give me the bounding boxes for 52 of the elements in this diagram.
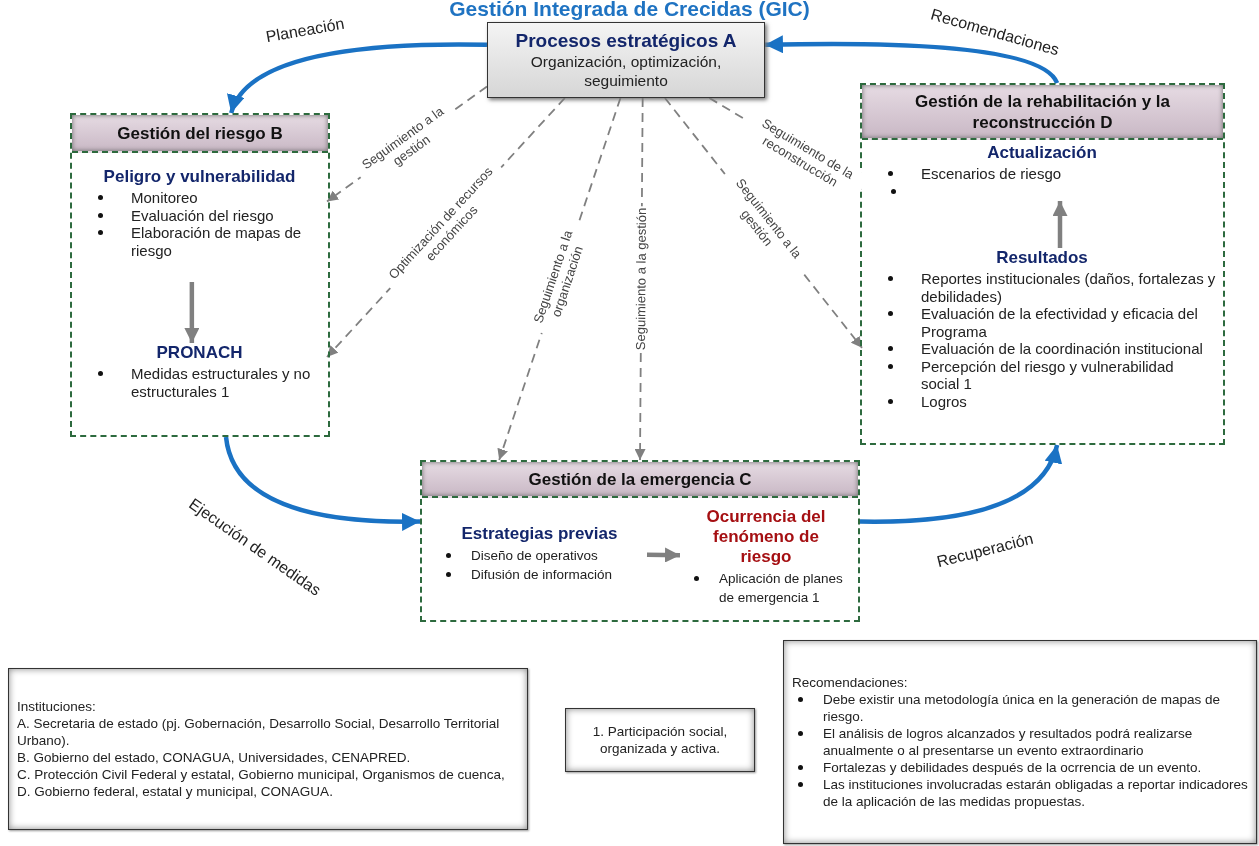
arrow bbox=[223, 436, 420, 531]
list-item: Reportes institucionales (daños, fortalezas y debilidades) bbox=[921, 270, 1216, 305]
box-heading: Procesos estratégicos A bbox=[515, 30, 737, 52]
dashed-frame bbox=[420, 460, 860, 622]
arrow bbox=[646, 547, 681, 563]
note-text: 1. Participación social, organizada y activa. bbox=[591, 723, 729, 757]
arrow bbox=[184, 282, 200, 343]
block-heading: Actualización bbox=[987, 143, 1097, 163]
note-text: D. Gobierno federal, estatal y municipal, CONAGUA. bbox=[17, 783, 334, 800]
list-item: Aplicación de planes de emergencia 1 bbox=[719, 570, 844, 607]
list-item: Evaluación de la efectividad y eficacia del Programa bbox=[921, 305, 1199, 340]
note-heading: Instituciones: bbox=[17, 698, 97, 715]
list-item: Monitoreo bbox=[131, 189, 198, 207]
diagram-title: Gestión Integrada de Crecidas (GIC) bbox=[449, 0, 810, 21]
list-item: Debe existir una metodología única en la generación de mapas de riesgo. bbox=[823, 691, 1221, 725]
note-box bbox=[783, 640, 1257, 844]
list-item: Evaluación de la coordinación institucional bbox=[921, 340, 1203, 358]
list-item: Fortalezas y debilidades después de la ocrrencia de un evento. bbox=[823, 759, 1202, 776]
note-box bbox=[8, 668, 528, 830]
note-heading: Recomendaciones: bbox=[792, 674, 909, 691]
list-item: Escenarios de riesgo bbox=[921, 165, 1062, 183]
section-header: Gestión de la rehabilitación y la reconstrucción D bbox=[862, 85, 1223, 140]
block-heading: Ocurrencia del fenómeno de riesgo bbox=[705, 507, 827, 567]
dashed-frame bbox=[70, 113, 330, 437]
section-header: Gestión del riesgo B bbox=[72, 115, 328, 153]
list-item: Evaluación del riesgo bbox=[131, 206, 274, 224]
process-box bbox=[487, 22, 765, 98]
arrow bbox=[860, 444, 1061, 524]
note-text: C. Protección Civil Federal y estatal, Gobierno municipal, Organismos de cuenca, bbox=[17, 766, 506, 783]
arrow bbox=[764, 35, 1059, 85]
block-heading: Estrategias previas bbox=[461, 524, 618, 544]
list-item: Las instituciones involucradas estarán obligadas a reportar indicadores de la aplicación de las medidas propuestas. bbox=[823, 776, 1248, 810]
list-item: Elaboración de mapas de riesgo bbox=[131, 224, 303, 259]
box-subtitle: Organización, optimización, seguimiento bbox=[529, 52, 723, 90]
arrow bbox=[229, 42, 487, 114]
list-item: Difusión de información bbox=[471, 566, 613, 584]
block-heading: Resultados bbox=[996, 248, 1088, 268]
block-heading: Peligro y vulnerabilidad bbox=[103, 167, 296, 187]
note-text: A. Secretaria de estado (pj. Gobernación, Desarrollo Social, Desarrollo Territorial Urbano). bbox=[17, 715, 501, 749]
section-header: Gestión de la emergencia C bbox=[422, 462, 858, 498]
list-item: Diseño de operativos bbox=[471, 547, 598, 565]
note-text: B. Gobierno del estado, CONAGUA, Universidades, CENAPRED. bbox=[17, 749, 412, 766]
arrow bbox=[1052, 201, 1068, 248]
edge-label: Seguimiento a la gestión bbox=[633, 205, 650, 353]
list-item: El análisis de logros alcanzados y resultados podrá realizarse anualmente o al presentarse un evento extraordinario bbox=[823, 725, 1194, 759]
dashed-frame bbox=[860, 83, 1225, 445]
note-box bbox=[565, 708, 755, 772]
block-heading: PRONACH bbox=[156, 343, 243, 363]
edge-label: Planeación bbox=[263, 13, 347, 47]
list-item: Percepción del riesgo y vulnerabilidad social 1 bbox=[921, 357, 1175, 393]
list-item: Medidas estructurales y no estructurales 1 bbox=[131, 365, 312, 400]
list-item: Logros bbox=[921, 392, 967, 410]
